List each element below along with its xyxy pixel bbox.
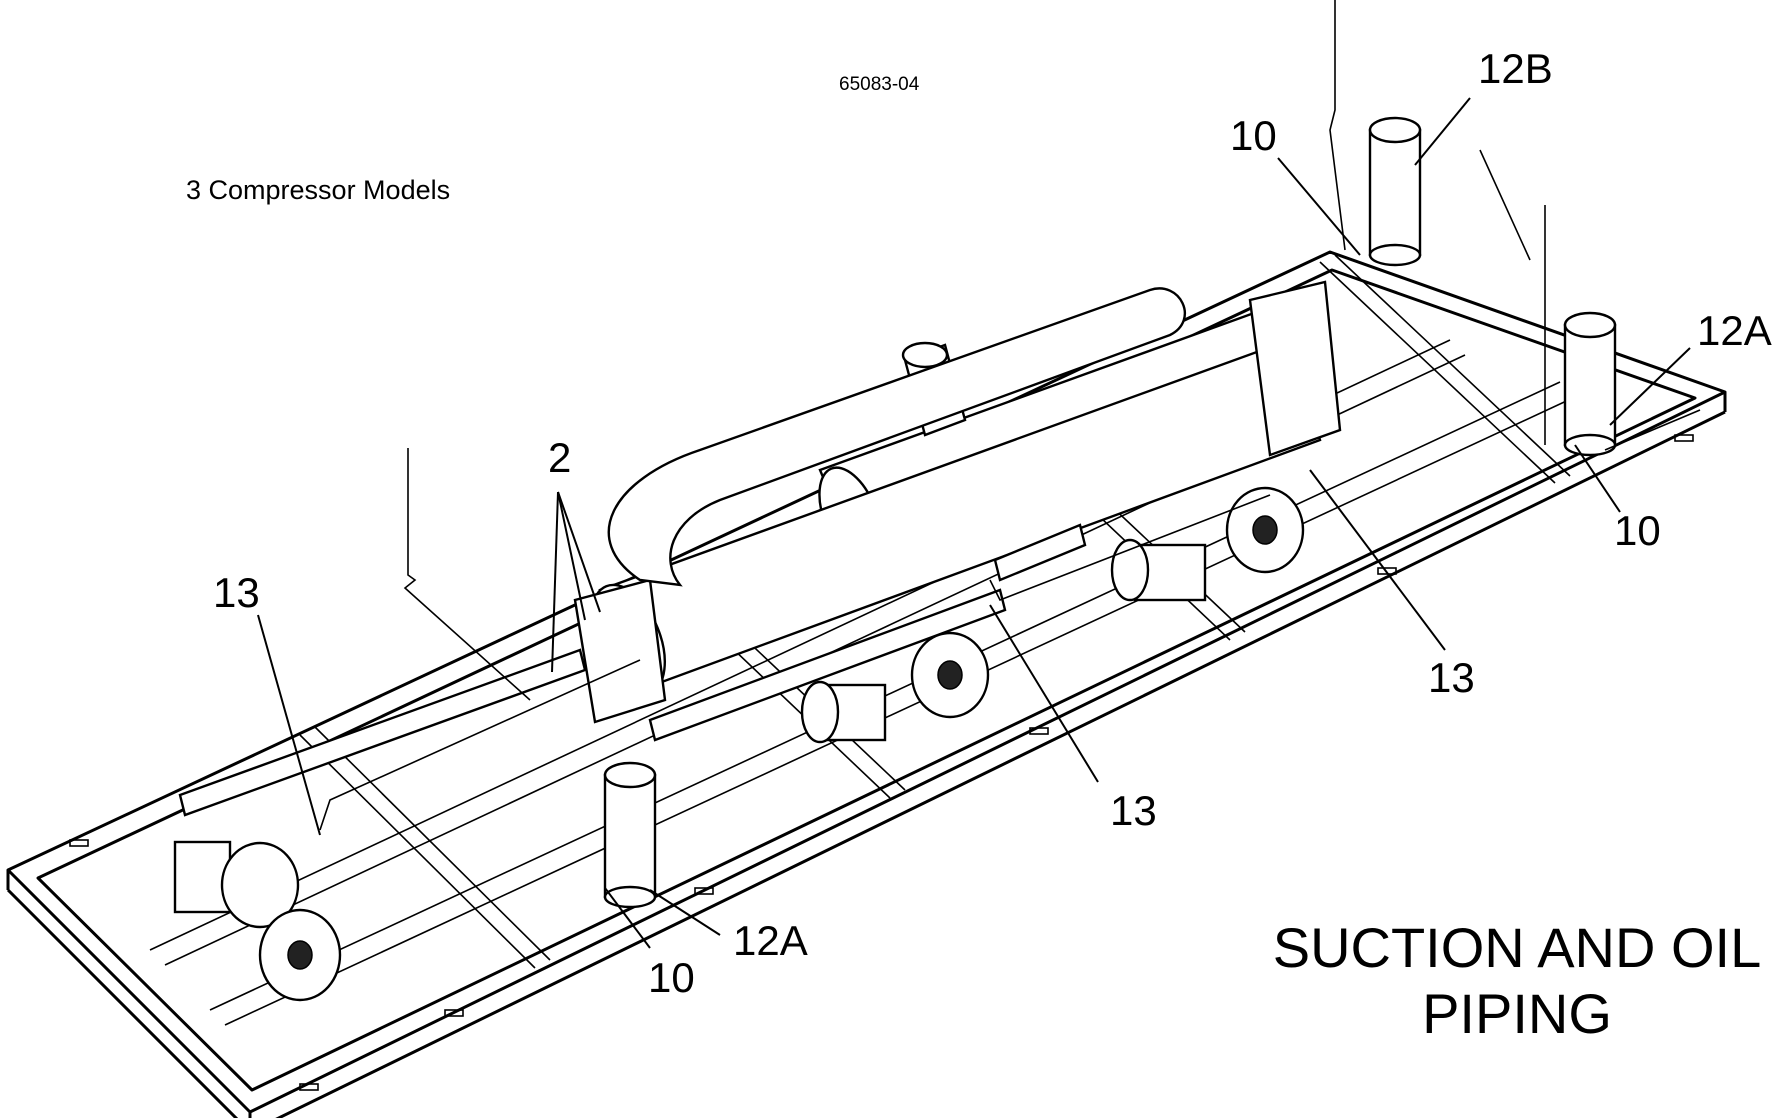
- drawing-title-line-1: SUCTION AND OIL: [1272, 916, 1762, 979]
- oil-piping: [319, 0, 1701, 831]
- compressor-2: [800, 631, 990, 744]
- callout-13-right: 13: [1428, 654, 1475, 701]
- callout-12b: 12B: [1478, 45, 1553, 92]
- drawing-subtitle: 3 Compressor Models: [186, 175, 451, 205]
- callout-10-bottom: 10: [648, 954, 695, 1001]
- callout-10-top: 10: [1230, 112, 1277, 159]
- oil-separator-12b: [1368, 116, 1422, 267]
- drawing-title: SUCTION AND OIL PIPING: [1262, 915, 1772, 1047]
- callout-13-left: 13: [213, 569, 260, 616]
- heat-exchanger: [573, 280, 1342, 724]
- suction-piping: [178, 523, 1087, 817]
- callout-12a-bottom: 12A: [733, 917, 808, 964]
- compressor-1: [173, 840, 342, 1002]
- oil-separator-bottom: [603, 761, 657, 909]
- callout-13-middle: 13: [1110, 787, 1157, 834]
- leader-lines: [257, 97, 1691, 949]
- drawing-reference-number: 65083-04: [839, 74, 920, 95]
- oil-separator-12a-right: [1563, 311, 1617, 457]
- callout-2: 2: [548, 434, 572, 481]
- drawing-title-line-2: PIPING: [1422, 982, 1612, 1046]
- callout-10-right: 10: [1614, 507, 1661, 554]
- compressor-3: [1110, 486, 1305, 602]
- callout-12a-right: 12A: [1697, 307, 1772, 354]
